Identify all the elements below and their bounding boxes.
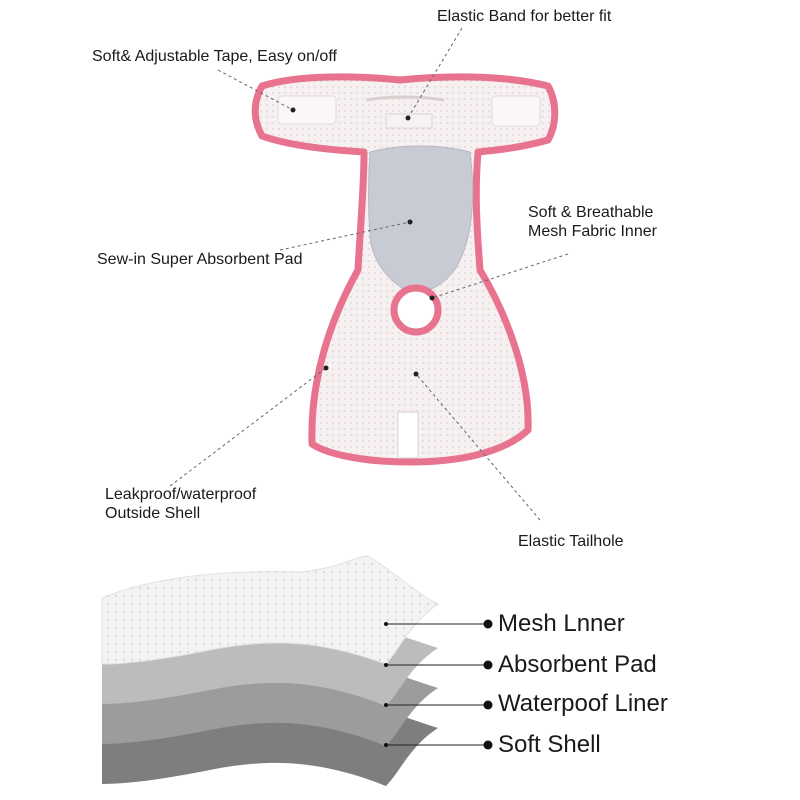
care-tag xyxy=(397,411,419,459)
dog-diaper xyxy=(251,73,559,466)
callout-outside-shell: Leakproof/waterproof Outside Shell xyxy=(105,485,256,523)
callout-adjustable-tape: Soft& Adjustable Tape, Easy on/off xyxy=(92,48,337,65)
callout-mesh-inner: Soft & Breathable Mesh Fabric Inner xyxy=(528,203,657,241)
layer-label-absorbent: Absorbent Pad xyxy=(498,651,657,678)
right-tape xyxy=(491,95,541,127)
callout-lines xyxy=(169,27,569,521)
callout-mesh-inner-line2: Mesh Fabric Inner xyxy=(528,223,657,240)
layer-pointers xyxy=(386,623,484,746)
left-tape xyxy=(277,95,337,125)
callout-absorbent-pad: Sew-in Super Absorbent Pad xyxy=(97,251,303,268)
callout-dots xyxy=(290,107,435,377)
callout-outside-shell-line1: Leakproof/waterproof xyxy=(105,486,257,503)
layer-label-soft-shell: Soft Shell xyxy=(498,731,601,758)
callout-tailhole: Elastic Tailhole xyxy=(518,533,624,550)
tailhole xyxy=(390,284,442,336)
callout-elastic-band: Elastic Band for better fit xyxy=(437,8,612,25)
elastic-label xyxy=(385,113,433,129)
callout-mesh-inner-line1: Soft & Breathable xyxy=(528,204,654,221)
absorbent-pad xyxy=(368,145,474,293)
layer-mesh-inner xyxy=(101,555,440,665)
elastic-band xyxy=(365,95,445,102)
layer-label-waterproof: Waterpoof Liner xyxy=(498,690,668,717)
callout-outside-shell-line2: Outside Shell xyxy=(105,505,201,522)
layer-pointer-dots xyxy=(384,619,493,750)
layer-stack xyxy=(101,555,440,786)
layer-label-mesh: Mesh Lnner xyxy=(498,610,625,637)
